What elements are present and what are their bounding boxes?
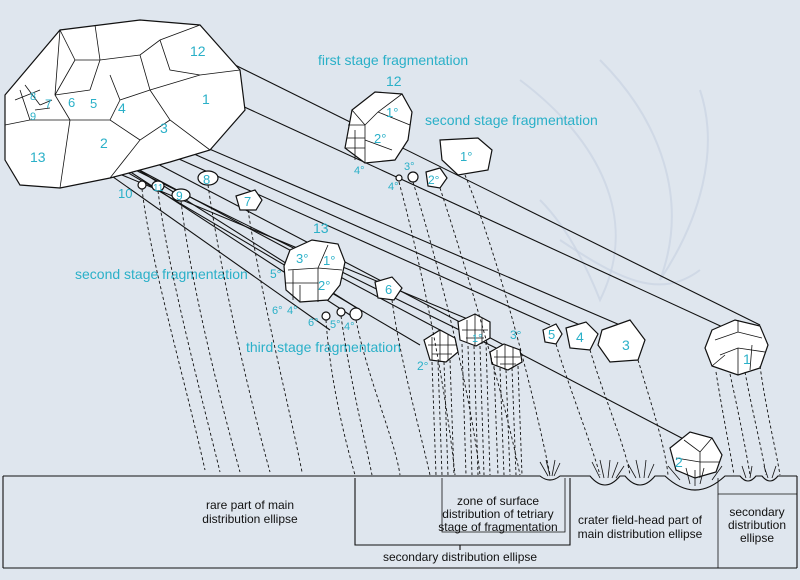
main-num-1: 1 — [202, 91, 210, 107]
label-second-stage-mid: second stage fragmentation — [75, 266, 248, 282]
label-second-stage-top: second stage fragmentation — [425, 112, 598, 128]
main-meteoroid: 12 1 3 4 5 6 7 8 9 2 13 — [4, 19, 246, 189]
tertiary-rain — [431, 341, 523, 476]
frag-num-1deg-a: 1° — [386, 105, 398, 120]
frag-num-3: 3 — [622, 337, 630, 353]
frag-num-8: 8 — [203, 172, 210, 187]
main-num-9: 9 — [30, 111, 36, 123]
zone-label-1: zone of surface — [457, 494, 539, 508]
frag-num-4deg-c: 4° — [344, 321, 355, 333]
zone-label-2: distribution of tetriary — [442, 507, 553, 521]
label-third-stage: third stage fragmentation — [246, 339, 401, 355]
watermark-logo — [519, 59, 709, 303]
zone-label-3: stage of fragmentation — [438, 520, 557, 534]
frag-num-2: 2 — [675, 454, 683, 470]
frag-num-10: 10 — [118, 186, 132, 201]
frag-num-5deg-b: 5° — [270, 267, 282, 281]
frag-num-11: 11 — [153, 183, 164, 194]
frag-num-1deg-b: 1° — [323, 253, 335, 268]
main-num-7: 7 — [45, 97, 52, 111]
sec-right-label-2: distribution — [728, 518, 786, 532]
main-num-4: 4 — [118, 100, 126, 116]
frag-num-13: 13 — [313, 220, 329, 236]
frag-num-5deg-c: 5° — [330, 319, 341, 331]
main-num-2: 2 — [100, 135, 108, 151]
ground-labels: rare part of main distribution ellipse z… — [202, 494, 786, 564]
frag-num-2deg-a: 2° — [374, 131, 386, 146]
crater-label-1: crater field-head part of — [578, 513, 703, 527]
frag-num-12: 12 — [386, 73, 402, 89]
frag-num-4: 4 — [576, 329, 584, 345]
rare-part-label-2: distribution ellipse — [202, 512, 298, 526]
main-num-12: 12 — [190, 43, 206, 59]
fall-trajectories — [141, 174, 781, 476]
fragment-13-group: 13 3° 1° 5° 2° 6° 4° 6 6° 5° 4° — [270, 220, 403, 333]
frag-num-2deg-small: 2° — [428, 173, 440, 187]
frag-num-1deg-c: 1° — [472, 333, 483, 345]
frag-num-3deg-b: 3° — [296, 251, 308, 266]
fragment-12-group: 12 1° 2° 1° 2° 3° 4° 4° — [344, 73, 493, 193]
ground-surface — [2, 459, 798, 569]
frag-num-2deg-c: 2° — [417, 359, 429, 373]
crater-label-2: main distribution ellipse — [578, 527, 703, 541]
label-first-stage: first stage fragmentation — [318, 52, 468, 68]
sec-right-label-1: secondary — [729, 505, 784, 519]
frag-num-3deg-c: 3° — [510, 328, 522, 342]
sec-bottom-label: secondary distribution ellipse — [383, 550, 537, 564]
right-fragments: 5 4 3 1 2 — [542, 319, 769, 479]
frag-num-1: 1 — [743, 351, 751, 367]
third-stage-clusters: 2° 1° 3° — [417, 313, 523, 373]
sec-right-label-3: ellipse — [740, 531, 774, 545]
frag-num-4deg-a: 4° — [354, 165, 365, 177]
small-fragments-row: 10 11 9 8 7 — [118, 170, 263, 211]
frag-num-3deg-a: 3° — [404, 161, 415, 173]
rare-part-label-1: rare part of main — [206, 498, 294, 512]
main-num-3: 3 — [160, 120, 168, 136]
main-num-5: 5 — [90, 96, 97, 111]
frag-num-4deg-a2: 4° — [388, 181, 399, 193]
frag-num-2deg-b: 2° — [318, 278, 330, 293]
frag-num-6deg-c: 6° — [308, 317, 319, 329]
main-num-13: 13 — [30, 149, 46, 165]
frag-num-1deg-big: 1° — [460, 149, 472, 164]
frag-num-4deg-b: 4° — [287, 305, 298, 317]
frag-num-5: 5 — [548, 327, 555, 342]
frag-num-7: 7 — [244, 194, 251, 209]
main-num-8: 8 — [30, 91, 36, 103]
frag-num-9: 9 — [176, 189, 183, 203]
frag-num-6: 6 — [385, 282, 392, 297]
main-num-6: 6 — [68, 95, 75, 110]
frag-num-6deg-b: 6° — [272, 305, 283, 317]
